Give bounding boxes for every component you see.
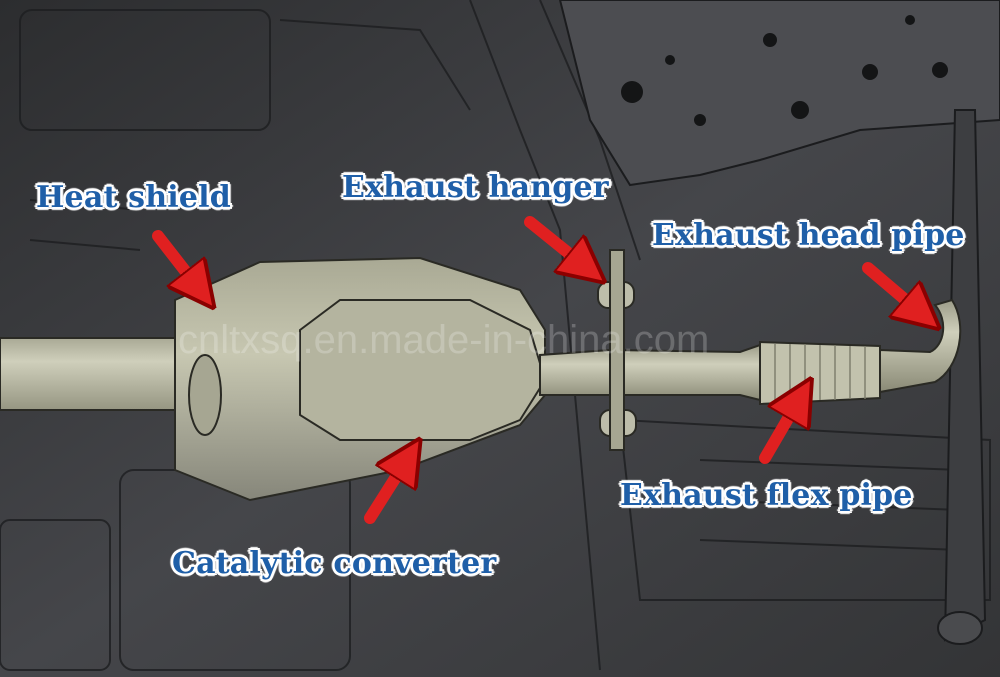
exhaust-hanger-label: Exhaust hanger xyxy=(342,170,609,205)
exhaust-flex-pipe-arrow xyxy=(759,398,800,464)
heat-shield-arrow xyxy=(152,230,200,290)
catalytic-converter-arrow xyxy=(364,458,408,524)
exhaust-flex-pipe-label: Exhaust flex pipe xyxy=(620,478,913,513)
exhaust-head-pipe-label: Exhaust head pipe xyxy=(652,218,965,253)
watermark-text: cnltxsq.en.made-in-china.com xyxy=(178,318,710,362)
head-pipe xyxy=(879,298,962,394)
exhaust-pipe-assembly xyxy=(0,249,962,502)
heat-shield-label: Heat shield xyxy=(36,180,231,215)
vertical-strut xyxy=(943,109,987,642)
frame-crossmember xyxy=(558,0,1000,187)
exhaust-head-pipe-arrow xyxy=(862,262,922,314)
rear-pipe xyxy=(0,327,191,423)
callout-arrows xyxy=(152,216,922,524)
catalytic-converter-body xyxy=(299,299,547,441)
frame-holes xyxy=(621,15,948,126)
exhaust-hanger xyxy=(597,249,637,451)
pipe-clamp xyxy=(188,354,222,436)
catalytic-converter-label: Catalytic converter xyxy=(172,546,497,581)
strut-bushing xyxy=(937,611,983,645)
exhaust-hanger-arrow xyxy=(524,216,587,268)
